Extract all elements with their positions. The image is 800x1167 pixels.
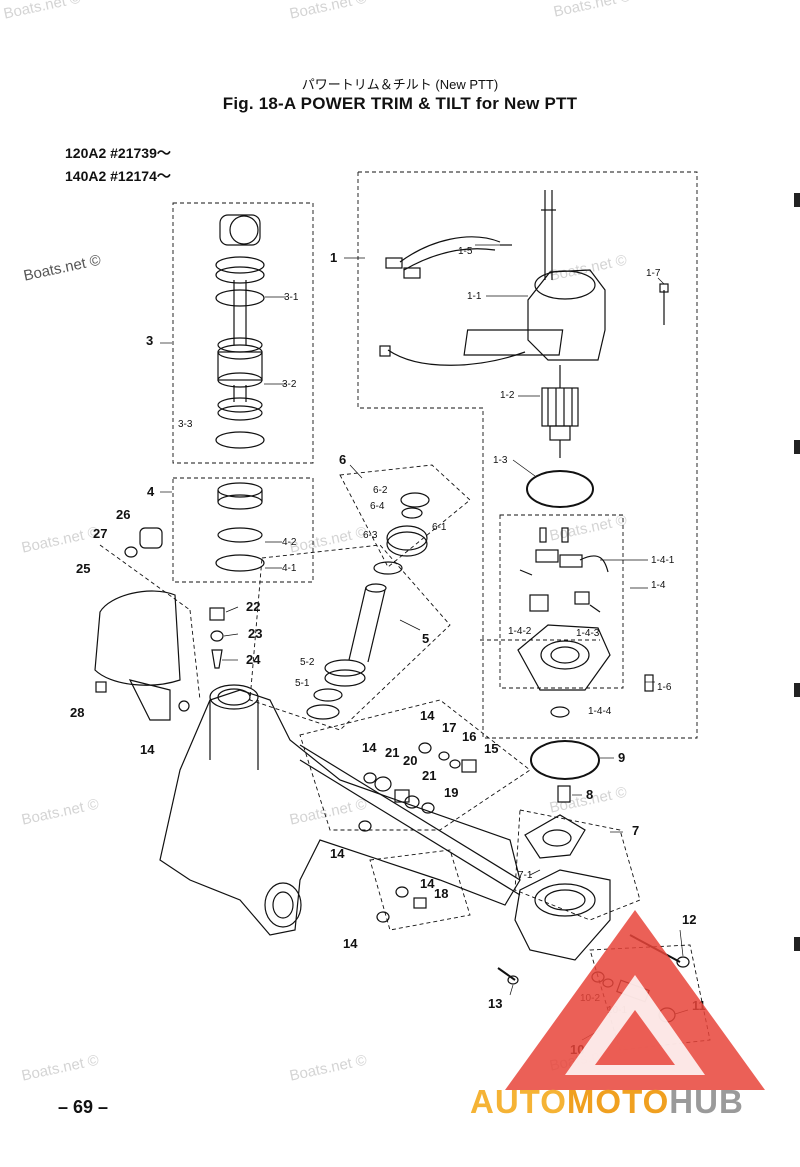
part-label: 1-4-1 bbox=[651, 555, 675, 566]
parts-22-28 bbox=[94, 527, 225, 721]
part-1-3-oring bbox=[526, 470, 594, 508]
part-label: 21 bbox=[422, 768, 437, 783]
group-box-1-4 bbox=[499, 514, 624, 689]
part-1-4-brush-holder bbox=[517, 527, 611, 691]
figure-title-japanese: パワートリム＆チルト (New PTT) bbox=[301, 77, 499, 92]
part-5-rod bbox=[306, 583, 387, 720]
logo-moto: MOTO bbox=[566, 1083, 670, 1120]
logo-hub: HUB bbox=[669, 1083, 744, 1120]
part-7-reservoir bbox=[514, 814, 611, 961]
part-label: 1-1 bbox=[467, 291, 482, 302]
part-label: 1-7 bbox=[646, 268, 661, 279]
part-label: 3-3 bbox=[178, 419, 193, 430]
part-label: 12 bbox=[682, 912, 697, 927]
part-label: 25 bbox=[76, 561, 91, 576]
group-box-5 bbox=[249, 544, 451, 731]
part-label: 3-1 bbox=[284, 292, 299, 303]
part-8-filter bbox=[557, 785, 571, 803]
automotohub-logo-text: AUTOMOTOHUB bbox=[470, 1083, 744, 1121]
logo-auto: AUTO bbox=[470, 1083, 567, 1120]
part-label: 1-4-4 bbox=[588, 706, 612, 717]
part-3-cylinder-parts bbox=[215, 214, 265, 449]
group-box-14-21 bbox=[299, 699, 531, 831]
part-label: 9 bbox=[618, 750, 626, 765]
part-6-parts bbox=[373, 492, 430, 575]
part-label: 24 bbox=[246, 652, 261, 667]
ptt-cylinder-body bbox=[159, 684, 521, 936]
part-label: 1-3 bbox=[493, 455, 508, 466]
part-label: 1 bbox=[330, 250, 338, 265]
group-box-1 bbox=[357, 171, 698, 739]
part-1-4-4-washer bbox=[550, 706, 570, 718]
part-label: 28 bbox=[70, 705, 85, 720]
part-label: 4 bbox=[147, 484, 155, 499]
part-1-2-armature bbox=[541, 365, 579, 458]
part-label: 26 bbox=[116, 507, 131, 522]
part-1-6-screw bbox=[644, 674, 654, 692]
part-label: 14 bbox=[343, 936, 358, 951]
part-label: 17 bbox=[442, 720, 457, 735]
part-label: 13 bbox=[488, 996, 503, 1011]
part-label: 7-1 bbox=[518, 870, 533, 881]
part-label: 7 bbox=[632, 823, 640, 838]
part-label: 6 bbox=[339, 452, 347, 467]
part-label: 16 bbox=[462, 729, 477, 744]
part-label: 18 bbox=[434, 886, 449, 901]
part-label: 4-1 bbox=[282, 563, 297, 574]
part-label: 27 bbox=[93, 526, 108, 541]
serial-140a2: 140A2 #12174～ bbox=[65, 168, 171, 184]
part-label: 14 bbox=[140, 742, 155, 757]
page-number: – 69 – bbox=[58, 1097, 109, 1117]
part-label: 5 bbox=[422, 631, 430, 646]
part-label: 14 bbox=[330, 846, 345, 861]
part-label: 22 bbox=[246, 599, 261, 614]
part-9-oring bbox=[530, 740, 600, 780]
figure-title: Fig. 18-A POWER TRIM & TILT for New PTT bbox=[222, 94, 578, 113]
part-label: 5-1 bbox=[295, 678, 310, 689]
part-label: 1-6 bbox=[657, 682, 672, 693]
part-label: 1-5 bbox=[458, 246, 473, 257]
part-label: 6-1 bbox=[432, 522, 447, 533]
part-label: 6-2 bbox=[373, 485, 388, 496]
serial-120a2: 120A2 #21739～ bbox=[65, 145, 171, 161]
group-box-3 bbox=[172, 202, 314, 464]
part-label: 3 bbox=[146, 333, 154, 348]
part-label: 14 bbox=[420, 708, 435, 723]
group-box-7 bbox=[514, 809, 641, 921]
part-label: 1-4-2 bbox=[508, 626, 532, 637]
part-1-motor bbox=[379, 190, 669, 366]
edge-mark bbox=[794, 440, 800, 454]
part-label: 1-4 bbox=[651, 580, 666, 591]
small-rings bbox=[178, 700, 477, 923]
part-label: 5-2 bbox=[300, 657, 315, 668]
part-label: 8 bbox=[586, 787, 594, 802]
part-label: 19 bbox=[444, 785, 459, 800]
edge-mark bbox=[794, 193, 800, 207]
part-label: 6-3 bbox=[363, 530, 378, 541]
part-label: 21 bbox=[385, 745, 400, 760]
part-label: 4-2 bbox=[282, 537, 297, 548]
part-label: 1-2 bbox=[500, 390, 515, 401]
group-box-18 bbox=[369, 849, 471, 931]
part-label: 20 bbox=[403, 753, 418, 768]
part-label: 3-2 bbox=[282, 379, 297, 390]
edge-mark bbox=[794, 683, 800, 697]
automotohub-logo-triangle bbox=[505, 910, 765, 1090]
part-label: 1-4-3 bbox=[576, 628, 600, 639]
part-label: 23 bbox=[248, 626, 263, 641]
part-label: 14 bbox=[420, 876, 435, 891]
part-4-piston bbox=[215, 482, 265, 572]
part-label: 6-4 bbox=[370, 501, 385, 512]
part-label: 14 bbox=[362, 740, 377, 755]
edge-mark bbox=[794, 937, 800, 951]
group-box-4 bbox=[172, 477, 314, 583]
part-label: 15 bbox=[484, 741, 499, 756]
